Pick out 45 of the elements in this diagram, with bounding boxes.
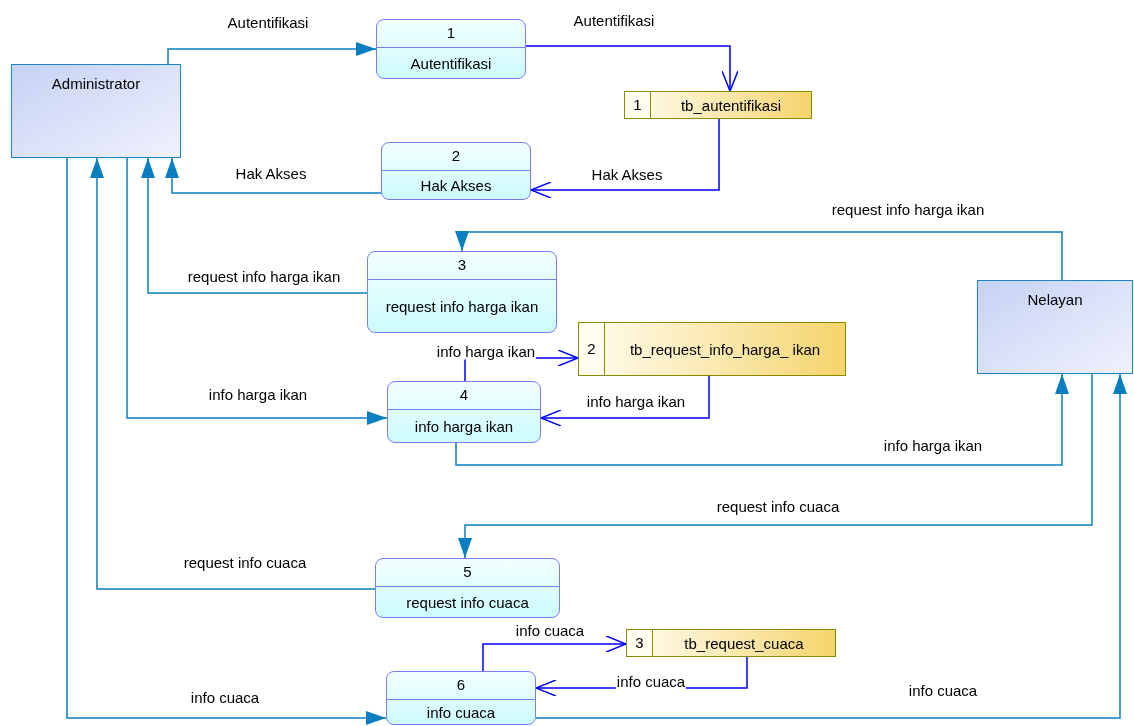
data-flow-arrow (167, 42, 377, 65)
process-box (375, 558, 560, 618)
data-flow-arrow (482, 635, 627, 672)
process-number: 3 (457, 255, 467, 276)
data-flow-arrow (165, 157, 382, 194)
data-flow-arrow (66, 157, 387, 725)
store-number: 2 (587, 338, 596, 359)
entity-label: Nelayan (1027, 290, 1083, 310)
process-label: request info cuaca (406, 592, 529, 613)
process-label: Hak Akses (420, 175, 492, 196)
process-number: 6 (456, 675, 466, 696)
data-flow-arrow (530, 118, 720, 199)
process-box (386, 671, 536, 725)
data-flow-arrow (458, 373, 1093, 559)
process-number: 4 (459, 385, 469, 406)
store-number: 3 (635, 632, 644, 653)
store-label: tb_request_info_harga_ ikan (629, 339, 821, 359)
process-label: info cuaca (426, 702, 496, 723)
process-number: 5 (463, 562, 472, 583)
data-store-box (624, 91, 812, 119)
entity-label: Administrator (51, 74, 141, 94)
process-box (381, 142, 531, 200)
data-flow-arrow (535, 373, 1127, 719)
process-box (376, 19, 526, 79)
data-flow-arrow (540, 375, 710, 427)
data-flow-arrow (141, 157, 368, 294)
process-label: Autentifikasi (410, 53, 492, 74)
data-flow-arrow (455, 231, 1063, 281)
data-flow-arrow (455, 373, 1069, 466)
process-box (387, 381, 541, 443)
store-label: tb_autentifikasi (680, 95, 782, 115)
process-label: info harga ikan (414, 416, 514, 437)
external-entity-box (11, 64, 181, 158)
process-label: request info harga ikan (385, 296, 539, 317)
store-number: 1 (633, 94, 642, 115)
data-flow-arrow (90, 157, 376, 590)
process-box (367, 251, 557, 333)
process-number: 2 (451, 146, 461, 167)
data-flow-arrow (525, 45, 739, 92)
data-flow-arrow (126, 157, 388, 425)
process-number: 1 (446, 23, 456, 44)
data-store-box (626, 629, 836, 657)
store-label: tb_request_cuaca (684, 633, 804, 653)
data-store-box (578, 322, 846, 376)
external-entity-box (977, 280, 1133, 374)
